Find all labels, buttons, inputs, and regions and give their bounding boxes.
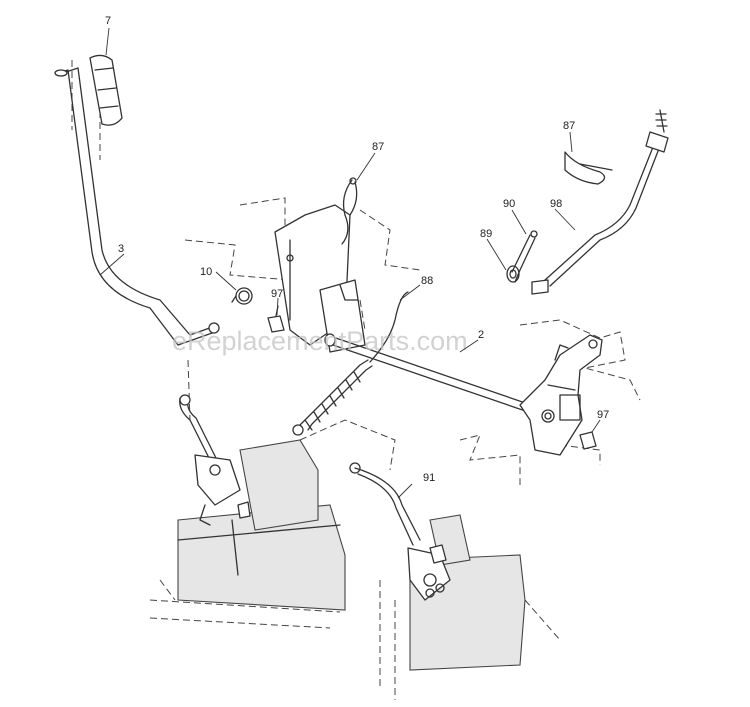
lift-shaft (324, 333, 541, 417)
callout-88: 88 (421, 275, 433, 287)
adjustment-rod (531, 109, 669, 295)
callout-91: 91 (423, 472, 435, 484)
leader-lines (99, 27, 601, 499)
washer (506, 265, 520, 283)
callout-97-right: 97 (597, 409, 609, 421)
callout-90: 90 (503, 198, 515, 210)
callout-87-center: 87 (372, 141, 384, 153)
handle-grip (89, 54, 123, 126)
hairpin-clip-right (564, 151, 613, 185)
bolt-left (267, 305, 285, 333)
callout-89: 89 (480, 228, 492, 240)
lift-lever (54, 67, 220, 346)
callout-2: 2 (478, 329, 484, 341)
callout-7: 7 (105, 15, 111, 27)
hairpin-clip-center (341, 177, 358, 245)
left-lift-link (179, 394, 251, 576)
bolt-right (579, 431, 597, 450)
right-lift-bracket (519, 334, 603, 456)
callout-98: 98 (550, 198, 562, 210)
callout-labels: 7 3 10 97 87 88 2 87 90 98 89 97 91 (105, 15, 609, 484)
watermark: eReplacementParts.com (172, 326, 468, 356)
right-lift-link (349, 462, 451, 601)
small-spring (231, 287, 253, 305)
callout-87-right: 87 (563, 120, 575, 132)
callout-3: 3 (118, 243, 124, 255)
large-spring (292, 291, 409, 436)
callout-10: 10 (200, 266, 212, 278)
right-deck-panel (379, 514, 561, 700)
left-deck-panel (149, 439, 346, 629)
callout-97-left: 97 (271, 288, 283, 300)
